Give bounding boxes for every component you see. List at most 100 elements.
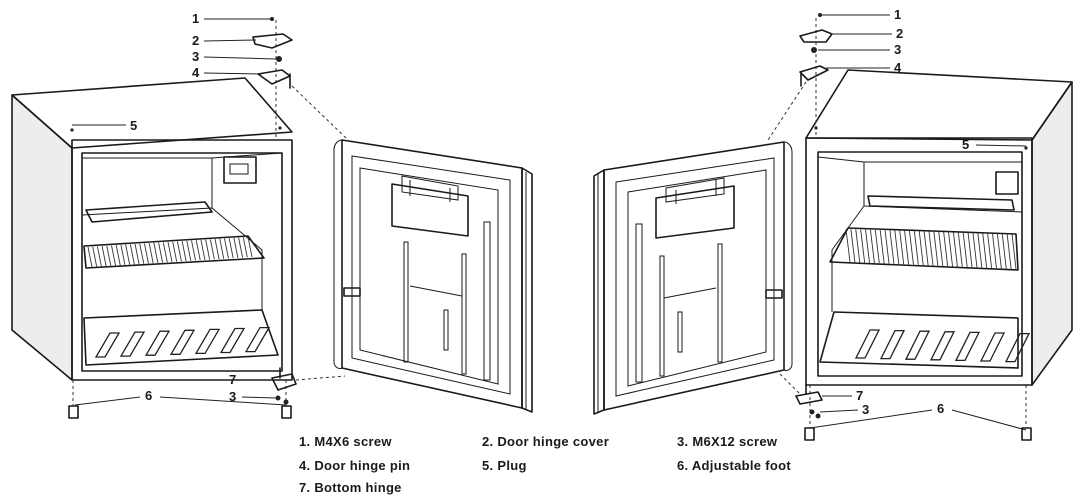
left-foot-front [68, 405, 79, 419]
tray-slot [904, 330, 931, 360]
shelf-wire [992, 233, 997, 269]
shelf-wire [200, 239, 206, 261]
shelf-wire [913, 231, 919, 265]
legend-item-3: 3. M6X12 screw [677, 434, 778, 449]
tray-slot [119, 331, 146, 357]
right-cabinet [804, 69, 1073, 441]
callout-1-left: 1 [192, 11, 199, 26]
shelf-wire [865, 229, 870, 263]
callout-3-right: 3 [894, 42, 901, 57]
shelf-wire [972, 232, 978, 268]
tray-slot [94, 332, 121, 358]
tray-slot [879, 329, 906, 360]
right-hinge-pin [799, 65, 829, 81]
shelf-wire [957, 232, 963, 267]
right-screw-m4x6 [818, 13, 822, 17]
legend-item-7: 7. Bottom hinge [299, 480, 402, 495]
shelf-wire [909, 230, 914, 265]
shelf-wire [967, 232, 973, 268]
shelf-wire [191, 240, 196, 261]
right-cabinet-front [805, 137, 1033, 386]
tray-slot [954, 331, 981, 362]
right-hinge-cover [799, 29, 833, 43]
shelf-wire [172, 241, 178, 262]
legend-item-2: 2. Door hinge cover [482, 434, 610, 449]
shelf-wire [148, 243, 154, 264]
shelf-wire [115, 245, 121, 266]
tray-slot [979, 332, 1006, 362]
shelf-wire [869, 229, 875, 264]
left-bottom-hinge-stack [271, 367, 346, 405]
shelf-wire [195, 240, 201, 261]
shelf-wire [1006, 233, 1012, 269]
right-cabinet-opening [817, 151, 1023, 377]
shelf-wire [238, 237, 244, 258]
shelf-wire [224, 238, 229, 259]
shelf-wire [134, 243, 140, 265]
left-screw-m4x6 [270, 17, 274, 21]
left-floor-tray [83, 309, 279, 366]
left-cabinet-front [71, 139, 293, 381]
shelf-wire [209, 239, 215, 260]
shelf-wire [987, 233, 993, 269]
right-cabinet-top [805, 69, 1073, 141]
shelf-wire [153, 242, 159, 263]
shelf-wire [167, 241, 173, 263]
shelf-wire [162, 242, 168, 263]
tray-slot [244, 326, 271, 353]
shelf-wire [904, 230, 910, 265]
shelf-wire [874, 229, 880, 264]
legend-item-4: 4. Door hinge pin [299, 458, 411, 473]
tray-slot [169, 329, 196, 355]
right-door [593, 141, 793, 415]
shelf-wire [845, 228, 851, 263]
shelf-wire [894, 230, 900, 265]
shelf-wire [158, 242, 164, 263]
left-top-hinge-stack [252, 17, 293, 140]
shelf-wire [948, 232, 953, 267]
shelf-wire [247, 236, 253, 258]
shelf-wire [977, 232, 983, 268]
tray-slot [144, 330, 171, 356]
shelf-wire [242, 237, 248, 258]
shelf-wire [233, 237, 239, 258]
callout-6-right: 6 [937, 401, 944, 416]
right-wire-shelf [829, 227, 1019, 271]
tray-slot [194, 328, 221, 355]
shelf-wire [889, 230, 895, 264]
callout-3-left: 3 [192, 49, 199, 64]
left-screw-m6x12 [276, 56, 282, 62]
right-top-hinge-stack [799, 13, 833, 138]
shelf-wire [214, 238, 220, 260]
left-cabinet-side [11, 94, 73, 381]
left-door [333, 139, 533, 413]
shelf-wire [120, 244, 126, 266]
shelf-wire [106, 245, 112, 266]
callout-numbers: 1 2 3 4 5 7 3 6 1 2 3 4 5 7 3 6 [130, 7, 969, 417]
shelf-wire [92, 246, 98, 267]
callout-4-left: 4 [192, 65, 200, 80]
shelf-wire [139, 243, 145, 264]
shelf-wire [884, 230, 890, 264]
callout-3-left-bottom: 3 [229, 389, 236, 404]
left-hinge-guide [291, 85, 347, 139]
shelf-wire [899, 230, 905, 265]
legend-item-6: 6. Adjustable foot [677, 458, 791, 473]
callout-1-right: 1 [894, 7, 901, 22]
shelf-wire [96, 246, 102, 267]
right-bottom-hinge [795, 391, 823, 405]
shelf-wire [87, 246, 93, 268]
callout-3-right-bottom: 3 [862, 402, 869, 417]
tray-slot [854, 329, 881, 359]
shelf-wire [928, 231, 934, 266]
shelf-wire [918, 231, 924, 266]
shelf-wire [1011, 233, 1017, 270]
legend-item-1: 1. M4X6 screw [299, 434, 392, 449]
left-thermostat-box [223, 156, 257, 184]
left-cabinet-opening [81, 152, 283, 372]
shelf-wire [933, 231, 939, 266]
shelf-wire [111, 245, 116, 266]
callout-2-right: 2 [896, 26, 903, 41]
tray-slot [929, 331, 956, 361]
shelf-wire [996, 233, 1002, 269]
